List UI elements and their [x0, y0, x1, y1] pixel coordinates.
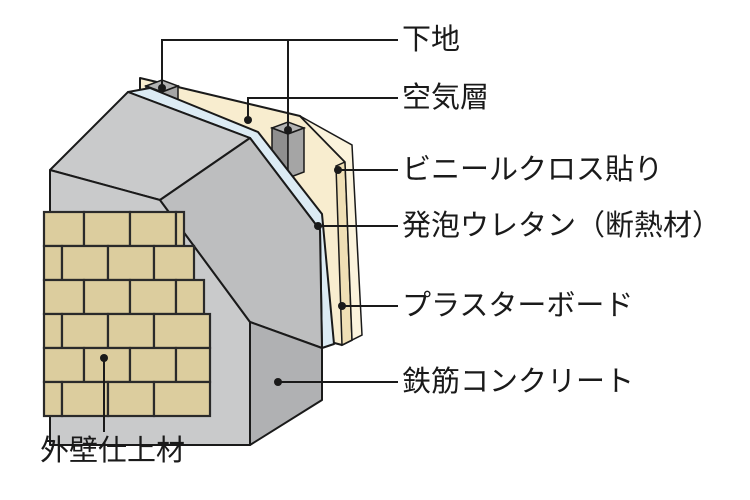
dot-vinyl-cloth — [334, 166, 342, 174]
concrete-right-face — [159, 137, 323, 349]
label-urethane: 発泡ウレタン（断熱材） — [402, 208, 722, 242]
label-plaster-board: プラスターボード — [402, 288, 634, 322]
label-base: 下地 — [402, 22, 461, 56]
dot-air-layer — [244, 116, 252, 124]
leader-lines — [103, 39, 398, 432]
dot-concrete — [274, 378, 282, 386]
label-exterior-finish: 外壁仕上材 — [40, 433, 186, 467]
vinyl-cloth-sheet — [299, 115, 363, 342]
dot-base-left — [158, 84, 166, 92]
brick-exterior-finish — [42, 210, 212, 418]
dot-base-right — [284, 126, 292, 134]
label-vinyl-cloth: ビニールクロス貼り — [402, 152, 664, 186]
concrete-bottom-right-face — [249, 321, 323, 446]
label-concrete: 鉄筋コンクリート — [402, 364, 635, 398]
leader-dots — [100, 84, 346, 386]
dot-plaster-board — [338, 302, 346, 310]
leader-air-layer — [247, 97, 398, 120]
dot-exterior-finish — [100, 354, 108, 362]
label-air-layer: 空気層 — [402, 80, 490, 114]
stud-right-side — [287, 126, 305, 180]
dot-urethane — [314, 222, 322, 230]
leader-base-left — [161, 39, 398, 88]
